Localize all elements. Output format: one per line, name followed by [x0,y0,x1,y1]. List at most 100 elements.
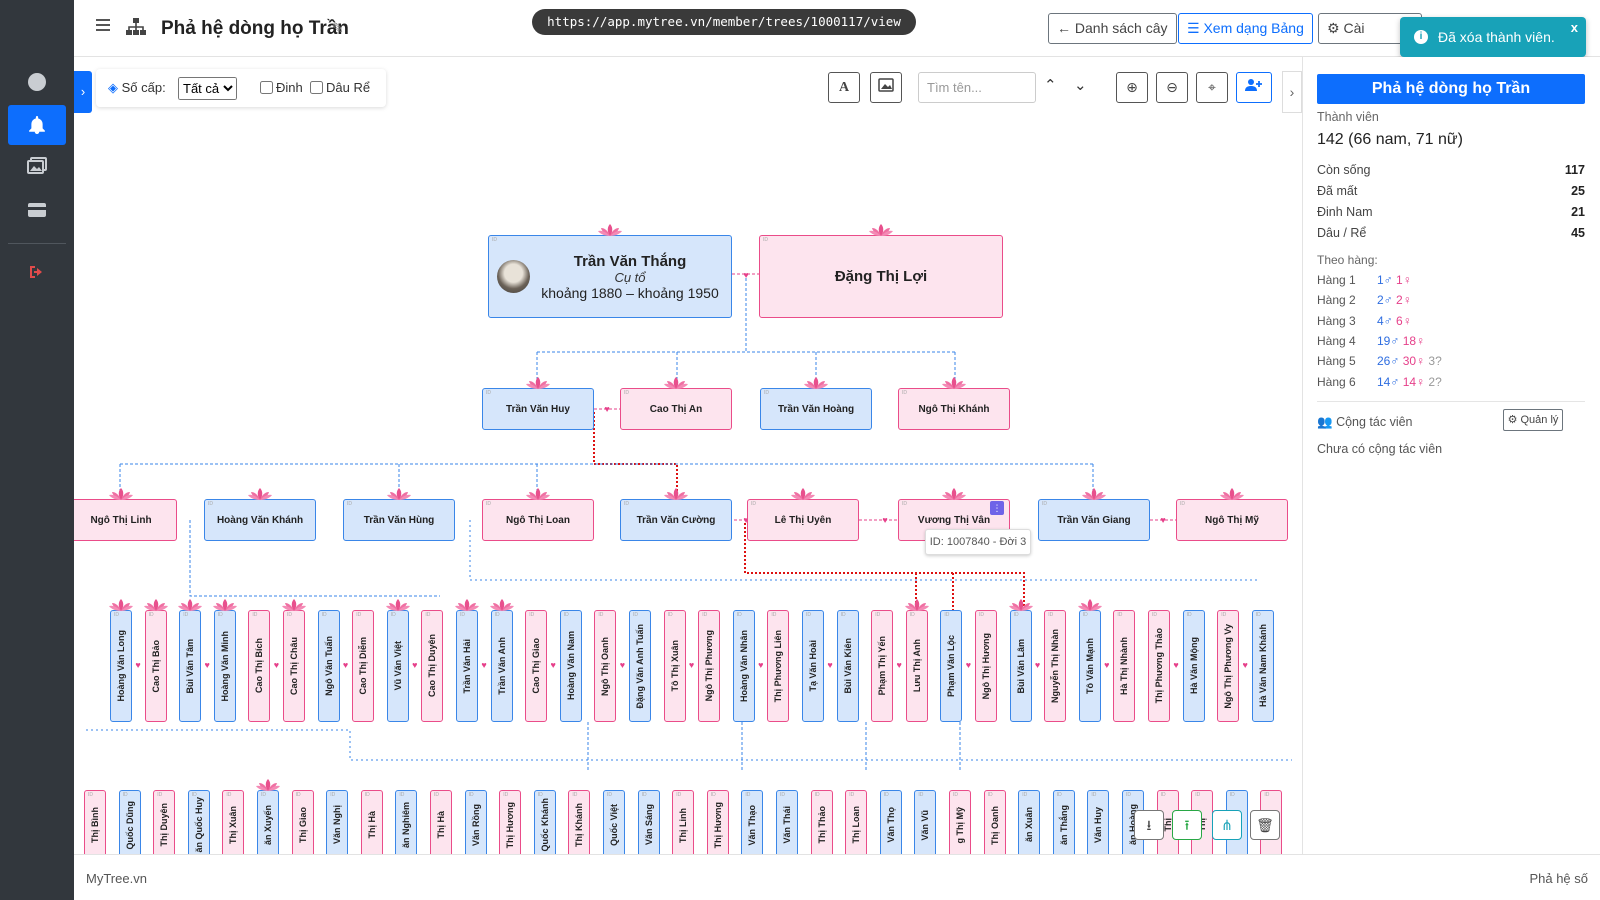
card-icon[interactable] [8,190,66,230]
zoom-out-icon[interactable]: ⊖ [1156,72,1188,103]
chevron-down-icon[interactable]: ⌄ [1074,77,1087,94]
download-icon[interactable]: ⭳ [1134,810,1164,840]
font-icon[interactable]: A [828,72,860,103]
circle-icon[interactable] [8,62,66,102]
chevron-up-icon[interactable]: ⌃ [1044,77,1057,94]
right-panel-toggle[interactable]: › [1282,71,1302,113]
crosshair-icon[interactable]: ⌖ [1196,72,1228,103]
level-select[interactable]: Tất cả [178,77,237,100]
left-panel-toggle[interactable]: › [74,71,92,113]
table-view-button[interactable]: ☰ Xem dạng Bảng [1178,13,1313,44]
trash-icon[interactable]: 🗑 [1250,810,1280,840]
tree-list-button[interactable]: ← Danh sách cây [1048,13,1177,44]
dinh-checkbox-input[interactable] [260,81,273,94]
share-icon[interactable]: ⋔ [1212,810,1242,840]
panel-title-button[interactable]: Phả hệ dòng họ Trần [1317,74,1585,104]
dau-re-checkbox-input[interactable] [310,81,323,94]
url-bar[interactable]: https://app.mytree.vn/member/trees/10001… [532,9,916,35]
close-icon[interactable]: x [1570,20,1578,35]
dau-re-checkbox[interactable]: Dâu Rể [310,80,370,95]
search-input[interactable] [918,72,1036,103]
menu-icon[interactable] [96,19,110,31]
manage-button[interactable]: ⚙ Quản lý [1503,409,1563,431]
dinh-checkbox[interactable]: Đinh [260,80,303,95]
images-icon[interactable] [8,146,66,186]
add-person-icon[interactable] [1236,72,1272,103]
node-menu-icon[interactable]: ⋮ [990,501,1004,515]
